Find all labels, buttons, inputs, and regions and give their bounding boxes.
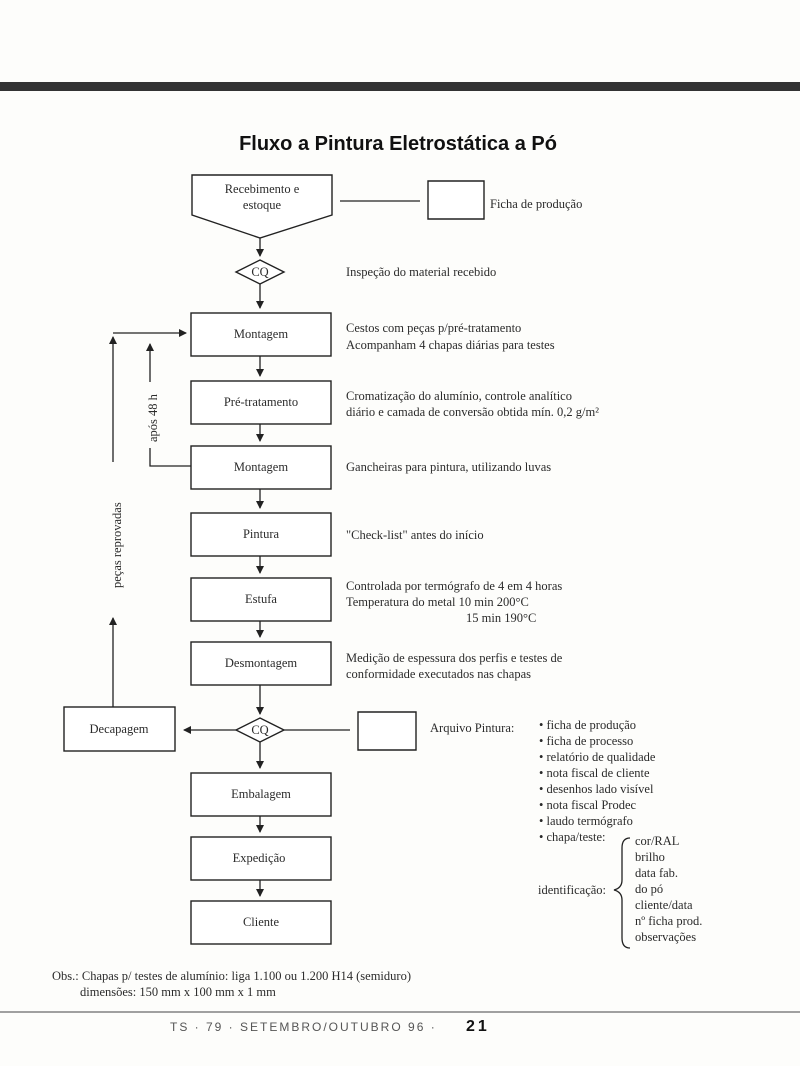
arquivo-item: • ficha de processo	[539, 734, 633, 748]
note-desmontagem-line1: Medição de espessura dos perfis e testes…	[346, 651, 563, 665]
note-ficha-producao: Ficha de produção	[490, 197, 582, 211]
step-pretratamento-label: Pré-tratamento	[224, 395, 298, 409]
arquivo-item: • nota fiscal Prodec	[539, 798, 637, 812]
step-embalagem	[190, 772, 332, 817]
step-estufa	[190, 577, 332, 622]
arquivo-item: • ficha de produção	[539, 718, 636, 732]
side-label-reprovadas: peças reprovadas	[110, 502, 124, 588]
step-pintura-label: Pintura	[243, 527, 280, 541]
step-recebimento-line1: Recebimento e	[225, 182, 300, 196]
note-montagem-2: Gancheiras para pintura, utilizando luva…	[346, 460, 551, 474]
step-desmontagem-label: Desmontagem	[225, 656, 297, 670]
arquivo-sub-item: do pó	[635, 882, 663, 896]
step-montagem-1-label: Montagem	[234, 327, 288, 341]
note-pretratamento-line1: Cromatização do alumínio, controle analí…	[346, 389, 572, 403]
step-cliente	[190, 900, 332, 945]
step-expedicao-label: Expedição	[233, 851, 286, 865]
note-estufa-line1: Controlada por termógrafo de 4 em 4 hora…	[346, 579, 562, 593]
header-band	[0, 82, 800, 91]
step-montagem-1	[190, 312, 332, 357]
arquivo-item: • relatório de qualidade	[539, 750, 656, 764]
arquivo-item: • nota fiscal de cliente	[539, 766, 650, 780]
arquivo-sub-item: nº ficha prod.	[635, 914, 702, 928]
step-montagem-2	[190, 445, 332, 490]
arquivo-item: • desenhos lado visível	[539, 782, 654, 796]
arquivo-items: • ficha de produção • ficha de processo …	[539, 718, 656, 844]
brace	[613, 837, 631, 949]
note-montagem-1-line1: Cestos com peças p/pré-tratamento	[346, 321, 521, 335]
document-ficha-producao	[427, 180, 485, 220]
step-decapagem	[63, 706, 176, 752]
document-arquivo-pintura	[357, 711, 417, 751]
decision-cq-1-label: CQ	[251, 265, 268, 279]
arquivo-sub-item: cor/RAL	[635, 834, 679, 848]
step-embalagem-label: Embalagem	[231, 787, 291, 801]
connector-48h	[149, 448, 191, 467]
note-montagem-1-line2: Acompanham 4 chapas diárias para testes	[346, 338, 555, 352]
note-pretratamento-line2: diário e camada de conversão obtida mín.…	[346, 405, 599, 419]
footer-page-number: 21	[466, 1018, 490, 1035]
step-decapagem-label: Decapagem	[90, 722, 149, 736]
decision-cq-2-label: CQ	[251, 723, 268, 737]
step-desmontagem	[190, 641, 332, 686]
arquivo-item: • laudo termógrafo	[539, 814, 633, 828]
note-pintura: "Check-list" antes do início	[346, 528, 484, 542]
note-estufa-line2: Temperatura do metal 10 min 200°C	[346, 595, 529, 609]
footer-text: TS · 79 · SETEMBRO/OUTUBRO 96 ·	[170, 1020, 437, 1034]
note-desmontagem-line2: conformidade executados nas chapas	[346, 667, 531, 681]
diagram-title: Fluxo a Pintura Eletrostática a Pó	[239, 133, 557, 155]
obs-line1: Obs.: Chapas p/ testes de alumínio: liga…	[52, 969, 411, 983]
identificacao-label: identificação:	[538, 883, 606, 897]
arquivo-sub-item: observações	[635, 930, 696, 944]
side-label-48h: após 48 h	[146, 393, 160, 442]
step-pintura	[190, 512, 332, 557]
step-pretratamento	[190, 380, 332, 425]
step-recebimento-line2: estoque	[243, 198, 282, 212]
step-montagem-2-label: Montagem	[234, 460, 288, 474]
step-recebimento	[191, 174, 333, 239]
step-expedicao	[190, 836, 332, 881]
arquivo-sub-item: cliente/data	[635, 898, 693, 912]
obs-line2: dimensões: 150 mm x 100 mm x 1 mm	[80, 985, 276, 999]
step-cliente-label: Cliente	[243, 915, 280, 929]
arquivo-sub-items: cor/RAL brilho data fab. do pó cliente/d…	[635, 834, 702, 944]
arquivo-label: Arquivo Pintura:	[430, 721, 514, 735]
arquivo-sub-item: data fab.	[635, 866, 678, 880]
note-inspecao: Inspeção do material recebido	[346, 265, 496, 279]
step-estufa-label: Estufa	[245, 592, 277, 606]
arquivo-item: • chapa/teste:	[539, 830, 606, 844]
arquivo-sub-item: brilho	[635, 850, 665, 864]
note-estufa-line3: 15 min 190°C	[466, 611, 536, 625]
